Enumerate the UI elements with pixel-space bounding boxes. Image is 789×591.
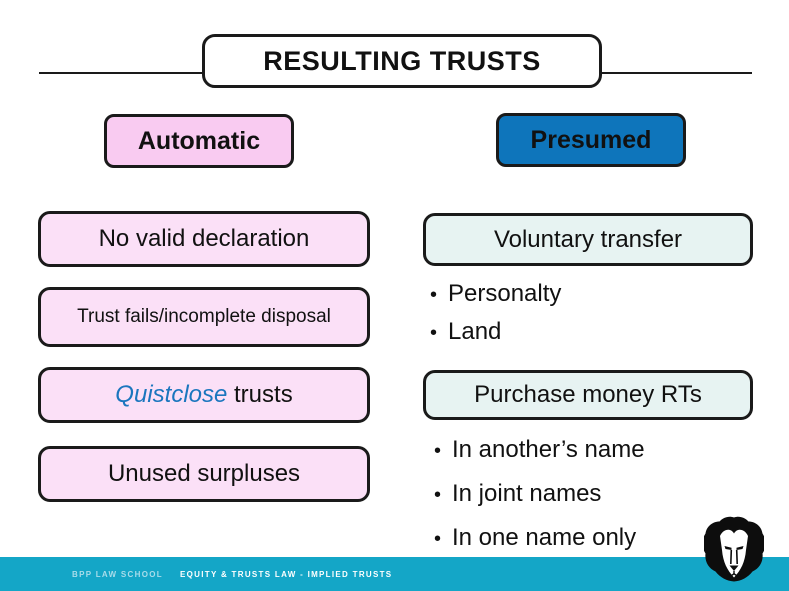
purchase-money-bullet-list: • In another’s name • In joint names • I… — [434, 436, 645, 568]
presumed-header-box: Presumed — [496, 113, 686, 167]
lion-right-eye — [736, 546, 744, 550]
purchase-money-box: Purchase money RTs — [423, 370, 753, 420]
quistclose-rest-text: trusts — [227, 381, 293, 408]
item-label: Voluntary transfer — [493, 225, 683, 253]
bullet-dot: • — [434, 440, 442, 462]
bullet-label: Personalty — [448, 280, 562, 307]
automatic-item-quistclose: Quistclose trusts — [38, 367, 370, 423]
title-rule-left — [39, 72, 202, 74]
item-label: Quistclose trusts — [115, 381, 292, 409]
bpp-lion-logo — [704, 516, 764, 582]
lion-nose — [729, 565, 739, 571]
bullet-dot: • — [434, 528, 442, 550]
bullet-item: • In joint names — [434, 480, 645, 524]
item-label: Purchase money RTs — [474, 381, 702, 408]
bullet-item: • Land — [430, 318, 561, 356]
lion-mouth — [726, 571, 742, 577]
voluntary-transfer-box: Voluntary transfer — [423, 213, 753, 266]
bullet-item: • Personalty — [430, 280, 561, 318]
footer-school-label: BPP LAW SCHOOL — [72, 570, 163, 579]
automatic-item-unused-surpluses: Unused surpluses — [38, 446, 370, 502]
lion-left-eye — [724, 546, 732, 550]
bullet-label: In another’s name — [452, 436, 645, 463]
page-title: RESULTING TRUSTS — [263, 45, 541, 76]
presumed-header-label: Presumed — [530, 125, 652, 154]
item-label: Unused surpluses — [107, 460, 301, 487]
voluntary-transfer-bullet-list: • Personalty • Land — [430, 280, 561, 356]
automatic-header-label: Automatic — [137, 126, 261, 155]
title-box: RESULTING TRUSTS — [202, 34, 602, 88]
quistclose-italic-text: Quistclose — [115, 381, 228, 408]
bullet-dot: • — [430, 284, 438, 306]
item-label: No valid declaration — [98, 225, 310, 252]
automatic-item-trust-fails: Trust fails/incomplete disposal — [38, 287, 370, 347]
automatic-item-no-valid-declaration: No valid declaration — [38, 211, 370, 267]
bullet-label: In joint names — [452, 480, 602, 507]
bullet-label: Land — [448, 318, 502, 345]
lion-face — [720, 529, 748, 578]
bullet-label: In one name only — [452, 524, 637, 551]
footer-bar: BPP LAW SCHOOL EQUITY & TRUSTS LAW - IMP… — [0, 557, 789, 591]
footer-course-label: EQUITY & TRUSTS LAW - IMPLIED TRUSTS — [180, 570, 393, 579]
item-label: Trust fails/incomplete disposal — [77, 306, 331, 328]
title-rule-right — [598, 72, 752, 74]
bullet-dot: • — [430, 322, 438, 344]
bullet-item: • In one name only — [434, 524, 645, 568]
automatic-header-box: Automatic — [104, 114, 294, 168]
bullet-item: • In another’s name — [434, 436, 645, 480]
lion-nose-bridge — [730, 549, 738, 565]
bullet-dot: • — [434, 484, 442, 506]
